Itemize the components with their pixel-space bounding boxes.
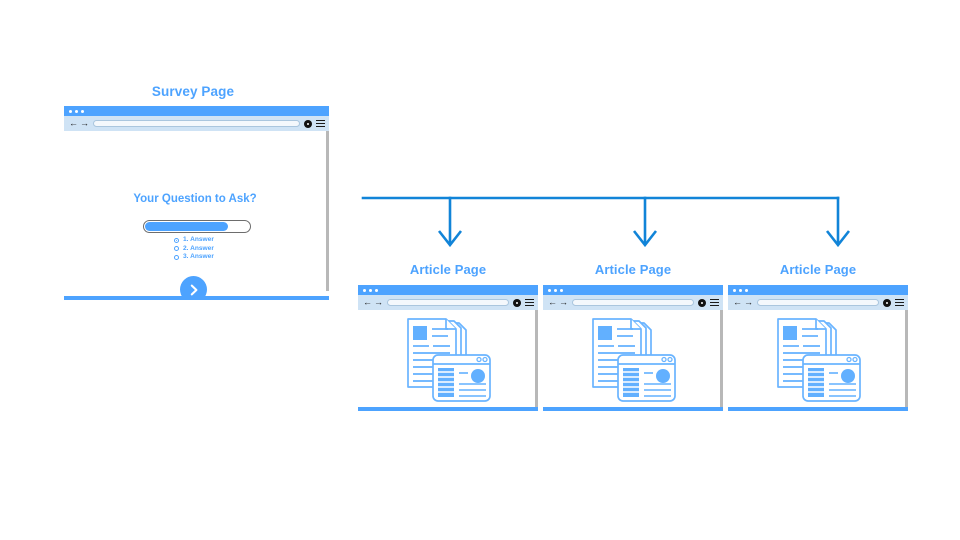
survey-nav-buttons: ← →: [69, 119, 89, 128]
answer-slider-fill: [145, 222, 229, 231]
survey-toolbar: ← →: [64, 116, 329, 131]
article-scrollbar-2[interactable]: [720, 310, 723, 407]
stop-icon[interactable]: [513, 298, 521, 307]
article-document-icon: [402, 317, 494, 403]
window-dot-1: [363, 288, 366, 292]
article-document-icon: [772, 317, 864, 403]
article-url-input-2[interactable]: [572, 299, 694, 306]
survey-page-title: Survey Page: [151, 84, 235, 99]
article-scrollbar-1[interactable]: [535, 310, 538, 407]
window-dot-2: [75, 109, 78, 113]
article-scrollbar-3[interactable]: [905, 310, 908, 407]
stop-icon[interactable]: [698, 298, 706, 307]
submit-button[interactable]: [180, 276, 207, 296]
article-browser-window-2: ← →: [543, 285, 723, 411]
survey-bottom-bar: [64, 296, 329, 300]
window-dot-2: [554, 288, 557, 292]
window-dot-2: [369, 288, 372, 292]
article-page-title-3: Article Page: [779, 262, 857, 277]
article-toolbar-1: ← →: [358, 295, 538, 310]
arrowhead-1: [437, 230, 463, 248]
hamburger-menu-icon[interactable]: [710, 299, 719, 306]
survey-option-label-2: 2. Answer: [183, 244, 214, 252]
window-dot-1: [548, 288, 551, 292]
article-bottom-bar-1: [358, 407, 538, 411]
article-browser-window-3: ← →: [728, 285, 908, 411]
window-dot-1: [733, 288, 736, 292]
flow-connector: [361, 196, 851, 248]
window-dot-3: [560, 288, 563, 292]
article-content-1: [358, 310, 538, 407]
survey-option-label-3: 3. Answer: [183, 253, 214, 261]
hamburger-menu-icon[interactable]: [316, 120, 325, 127]
article-browser-window-1: ← →: [358, 285, 538, 411]
survey-options-list: 1. Answer 2. Answer 3. Answer: [174, 236, 214, 261]
article-titlebar-3: [728, 285, 908, 295]
radio-icon-2[interactable]: [174, 246, 179, 252]
article-nav-buttons-3: ← →: [733, 298, 753, 307]
survey-scrollbar[interactable]: [326, 131, 329, 291]
stop-icon[interactable]: [304, 119, 312, 128]
back-arrow-icon[interactable]: ←: [69, 118, 78, 128]
survey-question-text: Your Question to Ask?: [133, 193, 257, 205]
radio-icon-3[interactable]: [174, 254, 179, 260]
article-url-input-3[interactable]: [757, 299, 879, 306]
window-dot-2: [739, 288, 742, 292]
forward-arrow-icon[interactable]: →: [744, 297, 753, 307]
article-url-input-1[interactable]: [387, 299, 509, 306]
article-page-title-1: Article Page: [409, 262, 487, 277]
survey-url-input[interactable]: [93, 120, 300, 127]
article-titlebar-1: [358, 285, 538, 295]
survey-option-2[interactable]: 2. Answer: [174, 244, 214, 253]
forward-arrow-icon[interactable]: →: [80, 118, 89, 128]
forward-arrow-icon[interactable]: →: [559, 297, 568, 307]
survey-titlebar: [64, 106, 329, 116]
survey-option-1[interactable]: 1. Answer: [174, 236, 214, 244]
chevron-right-icon: [190, 284, 197, 295]
article-toolbar-3: ← →: [728, 295, 908, 310]
back-arrow-icon[interactable]: ←: [363, 297, 372, 307]
window-dot-3: [745, 288, 748, 292]
article-document-icon: [587, 317, 679, 403]
radio-icon-1[interactable]: [174, 237, 179, 243]
article-page-title-2: Article Page: [594, 262, 672, 277]
window-dot-3: [81, 109, 84, 113]
article-bottom-bar-2: [543, 407, 723, 411]
arrowhead-2: [632, 230, 658, 248]
article-toolbar-2: ← →: [543, 295, 723, 310]
article-titlebar-2: [543, 285, 723, 295]
back-arrow-icon[interactable]: ←: [548, 297, 557, 307]
article-content-3: [728, 310, 908, 407]
back-arrow-icon[interactable]: ←: [733, 297, 742, 307]
arrowhead-3: [825, 230, 851, 248]
article-nav-buttons-1: ← →: [363, 298, 383, 307]
article-thumb: [413, 325, 427, 340]
survey-content: Your Question to Ask? 1. Answer 2. Answe…: [64, 131, 329, 296]
article-bottom-bar-3: [728, 407, 908, 411]
window-dot-3: [375, 288, 378, 292]
stop-icon[interactable]: [883, 298, 891, 307]
answer-slider[interactable]: [143, 220, 251, 233]
article-content-2: [543, 310, 723, 407]
survey-option-3[interactable]: 3. Answer: [174, 254, 214, 261]
hamburger-menu-icon[interactable]: [895, 299, 904, 306]
forward-arrow-icon[interactable]: →: [374, 297, 383, 307]
hamburger-menu-icon[interactable]: [525, 299, 534, 306]
survey-option-label-1: 1. Answer: [183, 236, 214, 243]
window-dot-1: [69, 109, 72, 113]
survey-browser-window: ← → Your Question to Ask? 1. Answer 2. A…: [64, 106, 329, 300]
article-nav-buttons-2: ← →: [548, 298, 568, 307]
